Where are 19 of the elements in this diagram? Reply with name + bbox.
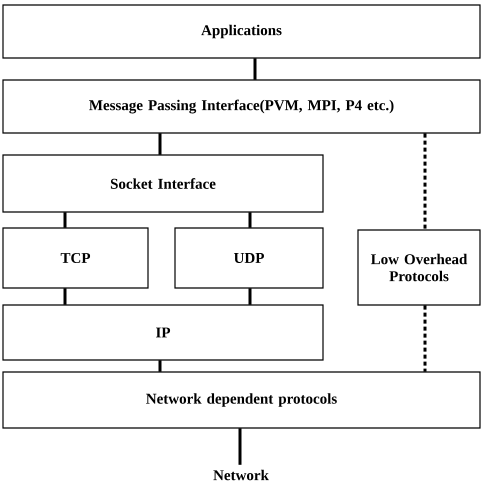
layer-box: IP xyxy=(2,304,324,361)
layer-box: Network dependent protocols xyxy=(2,371,481,429)
layer-box: Applications xyxy=(2,4,481,59)
dotted-connector xyxy=(424,306,426,372)
layer-box: Low Overhead Protocols xyxy=(357,229,481,306)
connector-line xyxy=(248,288,252,304)
network-label: Network xyxy=(213,470,269,480)
dotted-connector xyxy=(424,134,426,230)
connector-line xyxy=(254,58,256,80)
connector-line xyxy=(158,360,162,372)
layer-box: TCP xyxy=(2,227,149,289)
connector-line xyxy=(64,288,66,304)
connector-line xyxy=(64,212,66,228)
connector-line xyxy=(238,428,242,465)
layer-box: UDP xyxy=(174,227,324,289)
connector-line xyxy=(158,134,162,154)
layer-box: Message Passing Interface(PVM, MPI, P4 etc.) xyxy=(2,79,481,134)
connector-line xyxy=(248,212,252,228)
layer-box: Socket Interface xyxy=(2,154,324,213)
